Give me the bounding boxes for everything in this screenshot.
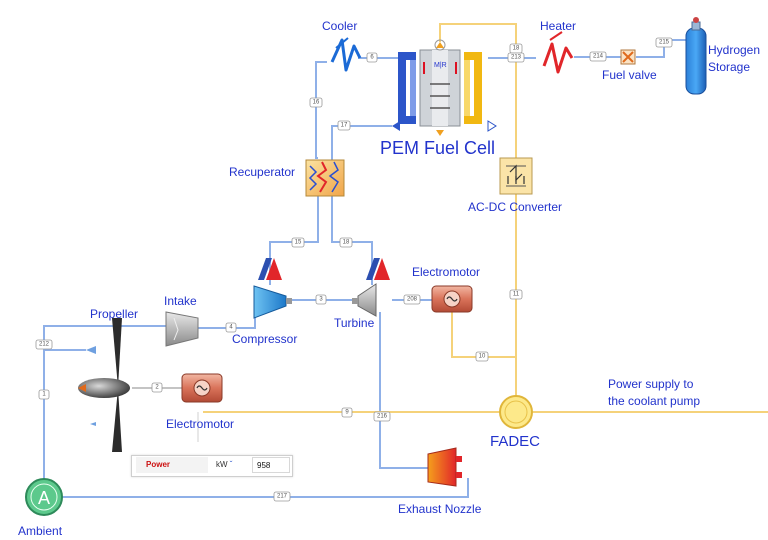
ambient-symbol: A <box>38 488 50 508</box>
hydrogen-storage-label-line1: Hydrogen <box>708 43 760 57</box>
stream-tag-15: 15 <box>291 237 305 248</box>
stream-tag-17: 17 <box>337 120 351 131</box>
fuel-cell-symbol: M|R <box>434 62 447 69</box>
stream-tag-208: 208 <box>403 294 421 305</box>
compressor-icon[interactable] <box>253 285 292 319</box>
stream-tag-18: 18 <box>339 237 353 248</box>
power-value-field[interactable]: 958 <box>252 457 290 473</box>
intake-icon[interactable] <box>165 311 199 347</box>
line-fc-to-recup <box>331 125 392 160</box>
line-h2-to-valve <box>636 39 690 58</box>
power-readout-panel: Power kW ˇ 958 <box>131 455 293 477</box>
chevron-down-icon: ˇ <box>229 460 233 469</box>
stream-tag-4: 4 <box>225 322 237 333</box>
heater-label: Heater <box>540 19 576 33</box>
svg-text:1: 1 <box>42 392 46 398</box>
hydrogen-storage-icon[interactable] <box>685 17 707 95</box>
stream-tag-1: 1 <box>38 389 50 400</box>
stream-tag-11: 11 <box>509 289 523 300</box>
svg-text:6: 6 <box>370 55 374 61</box>
turbine-label: Turbine <box>334 316 375 330</box>
cooler-icon[interactable] <box>330 37 362 72</box>
recuperator-label: Recuperator <box>229 165 295 179</box>
turbine-icon[interactable] <box>352 283 377 317</box>
stream-tags: 6 16 17 18 213 214 215 15 18 3 208 4 11 … <box>35 37 673 502</box>
stream-tag-9: 9 <box>341 407 353 418</box>
stream-tag-10: 10 <box>475 351 489 362</box>
stream-tag-212: 212 <box>35 339 53 350</box>
svg-text:11: 11 <box>513 292 520 298</box>
cooler-label: Cooler <box>322 19 357 33</box>
svg-text:208: 208 <box>407 297 418 303</box>
svg-text:9: 9 <box>345 410 349 416</box>
acdc-converter-icon[interactable] <box>499 157 533 195</box>
svg-text:10: 10 <box>479 354 486 360</box>
intake-label: Intake <box>164 294 197 308</box>
compressor-logo-icon <box>258 258 282 280</box>
stream-tag-213: 213 <box>507 52 525 63</box>
electromotor-bottom-icon[interactable] <box>181 373 223 403</box>
stream-tag-216: 216 <box>373 411 391 422</box>
fuel-valve-label: Fuel valve <box>602 68 657 82</box>
pem-fuel-cell-label: PEM Fuel Cell <box>380 138 495 158</box>
svg-text:18: 18 <box>513 46 520 52</box>
svg-text:18: 18 <box>343 240 350 246</box>
fadec-icon[interactable] <box>499 395 533 429</box>
line-fc-to-acdc <box>439 23 517 158</box>
line-cooler-to-recup <box>315 61 327 159</box>
exhaust-nozzle-icon[interactable] <box>427 447 462 487</box>
line-ambient-to-intake <box>43 325 166 484</box>
acdc-converter-label: AC-DC Converter <box>468 200 562 214</box>
svg-text:213: 213 <box>511 55 522 61</box>
power-unit-select[interactable]: kW ˇ <box>216 457 256 473</box>
line-ambient-to-nozzle <box>62 478 469 498</box>
fuel-valve-icon[interactable] <box>620 49 636 65</box>
electromotor-top-icon[interactable] <box>431 285 473 313</box>
power-unit: kW <box>216 460 228 469</box>
stream-tag-214: 214 <box>589 51 607 62</box>
electromotor-top-label: Electromotor <box>412 265 480 279</box>
svg-text:212: 212 <box>39 342 50 348</box>
svg-text:16: 16 <box>313 100 320 106</box>
stream-tag-6: 6 <box>366 52 378 63</box>
pem-fuel-cell-icon[interactable] <box>392 39 497 136</box>
stream-tag-16: 16 <box>309 97 323 108</box>
ambient-icon[interactable]: A <box>25 478 63 516</box>
line-motor-to-fadec <box>451 312 516 358</box>
turbine-logo-icon <box>366 258 390 280</box>
stream-tag-18-top: 18 <box>509 43 523 54</box>
svg-text:216: 216 <box>377 414 388 420</box>
svg-text:17: 17 <box>341 123 348 129</box>
ambient-label: Ambient <box>18 524 63 538</box>
recuperator-icon[interactable] <box>305 159 345 197</box>
compressor-label: Compressor <box>232 332 297 346</box>
svg-text:217: 217 <box>277 494 288 500</box>
heater-icon[interactable] <box>542 31 574 74</box>
air-lines <box>43 39 690 498</box>
electromotor-bottom-label: Electromotor <box>166 417 234 431</box>
svg-text:214: 214 <box>593 54 604 60</box>
fadec-label: FADEC <box>490 433 540 450</box>
power-supply-label-line1: Power supply to <box>608 377 694 391</box>
power-supply-label-line2: the coolant pump <box>608 394 700 408</box>
svg-text:215: 215 <box>659 40 670 46</box>
propeller-icon[interactable] <box>78 318 130 452</box>
power-name: Power <box>136 457 208 473</box>
stream-tag-217: 217 <box>273 491 291 502</box>
component-labels: Cooler Heater Hydrogen Storage Fuel valv… <box>18 19 760 538</box>
stream-tag-215: 215 <box>655 37 673 48</box>
hydrogen-storage-label-line2: Storage <box>708 60 750 74</box>
svg-text:15: 15 <box>295 240 302 246</box>
stream-tag-3: 3 <box>315 294 327 305</box>
exhaust-nozzle-label: Exhaust Nozzle <box>398 502 482 516</box>
propeller-label: Propeller <box>90 307 138 321</box>
line-turb-to-nozzle <box>379 312 428 469</box>
stream-tag-2: 2 <box>151 382 163 393</box>
svg-text:4: 4 <box>229 325 233 331</box>
svg-text:3: 3 <box>319 297 323 303</box>
svg-text:2: 2 <box>155 385 159 391</box>
